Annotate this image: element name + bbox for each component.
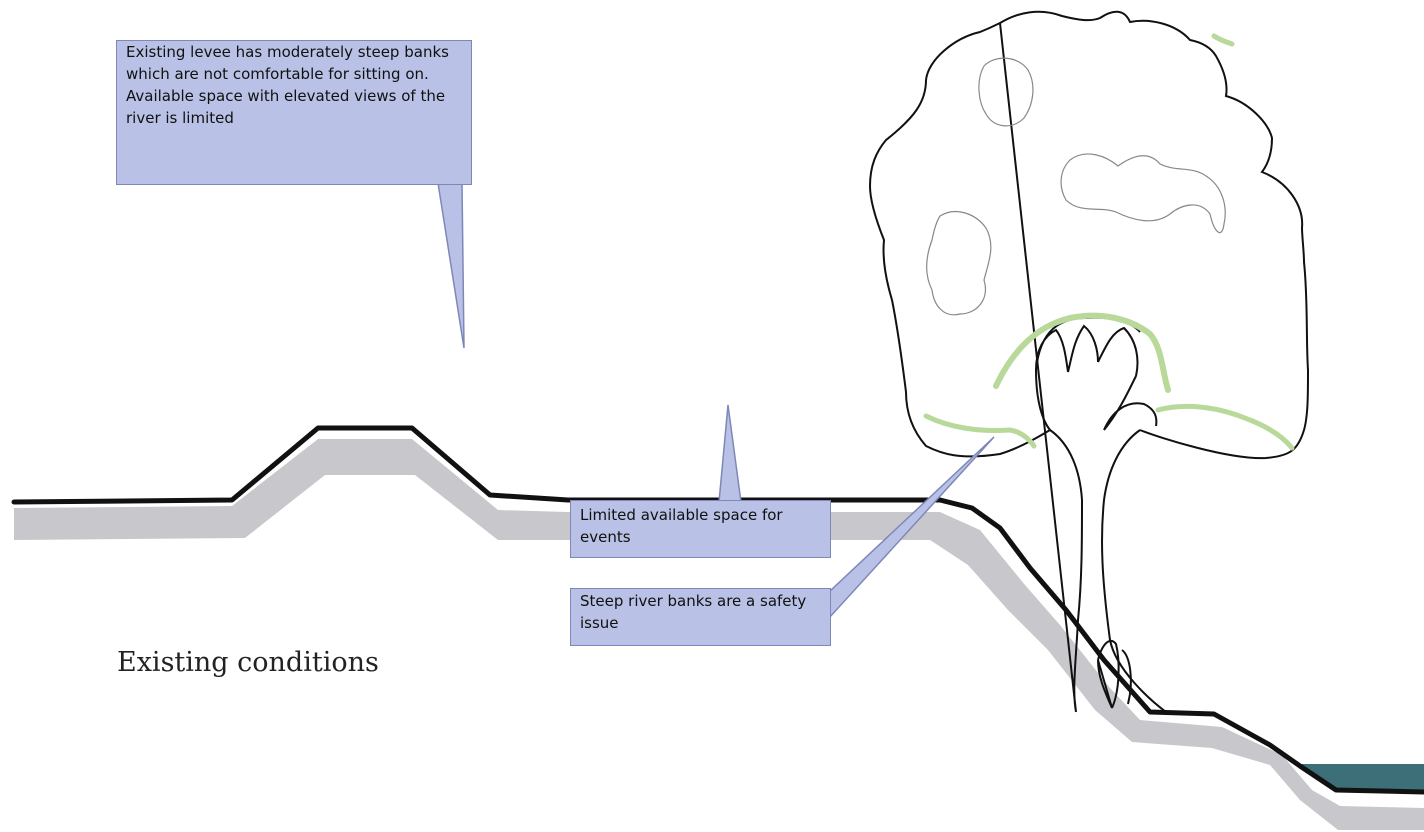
callout-steep-banks: Steep river banks are a safety issue <box>570 588 831 646</box>
canopy-contour-1 <box>978 57 1034 127</box>
foliage-highlight-3 <box>1155 403 1295 451</box>
foliage-highlight-4 <box>1211 33 1235 47</box>
callout-existing-levee-text: Existing levee has moderately steep bank… <box>126 43 449 127</box>
callout-existing-levee: Existing levee has moderately steep bank… <box>116 40 472 185</box>
callout-steep-banks-text: Steep river banks are a safety issue <box>580 592 807 632</box>
callout-limited-space: Limited available space for events <box>570 500 831 558</box>
river-water <box>1300 764 1424 790</box>
foliage-highlight-2 <box>923 413 1037 449</box>
tree-roots <box>1097 639 1132 709</box>
callout-limited-space-text: Limited available space for events <box>580 506 783 546</box>
canopy-contour-2 <box>1060 153 1226 234</box>
canopy-contour-3 <box>926 211 992 316</box>
tree-trunk <box>1034 316 1158 431</box>
tree-canopy <box>868 10 1310 713</box>
foliage-highlight-1 <box>993 312 1171 393</box>
callout-pointer-levee <box>437 182 465 349</box>
ground-profile-line <box>11 425 1424 795</box>
diagram-caption: Existing conditions <box>117 647 379 678</box>
callout-pointer-events <box>718 404 742 503</box>
